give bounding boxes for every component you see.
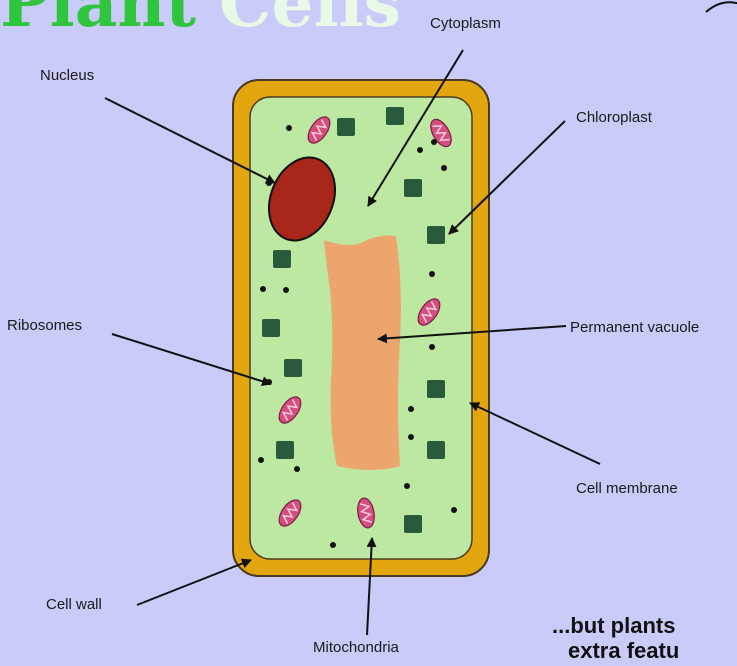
chloroplast <box>427 380 445 398</box>
chloroplast <box>386 107 404 125</box>
permanent-vacuole <box>324 236 401 471</box>
chloroplast <box>404 179 422 197</box>
tagline-line-2: extra featu <box>552 638 679 663</box>
label-ribosomes: Ribosomes <box>7 318 82 333</box>
label-mitochondria: Mitochondria <box>313 640 399 655</box>
tagline: ...but plants extra featu <box>552 613 679 664</box>
label-cell-membrane: Cell membrane <box>576 481 678 496</box>
label-cytoplasm: Cytoplasm <box>430 16 501 31</box>
tagline-line-1: ...but plants <box>552 613 679 638</box>
corner-decoration <box>706 2 737 12</box>
label-nucleus: Nucleus <box>40 68 94 83</box>
chloroplast <box>337 118 355 136</box>
chloroplast <box>404 515 422 533</box>
chloroplast <box>284 359 302 377</box>
chloroplast <box>276 441 294 459</box>
chloroplast <box>427 441 445 459</box>
label-permanent-vacuole: Permanent vacuole <box>570 320 699 335</box>
label-cell-wall: Cell wall <box>46 597 102 612</box>
arrow-cell-wall <box>137 560 251 605</box>
chloroplast <box>262 319 280 337</box>
label-chloroplast: Chloroplast <box>576 110 652 125</box>
chloroplast <box>273 250 291 268</box>
chloroplast <box>427 226 445 244</box>
